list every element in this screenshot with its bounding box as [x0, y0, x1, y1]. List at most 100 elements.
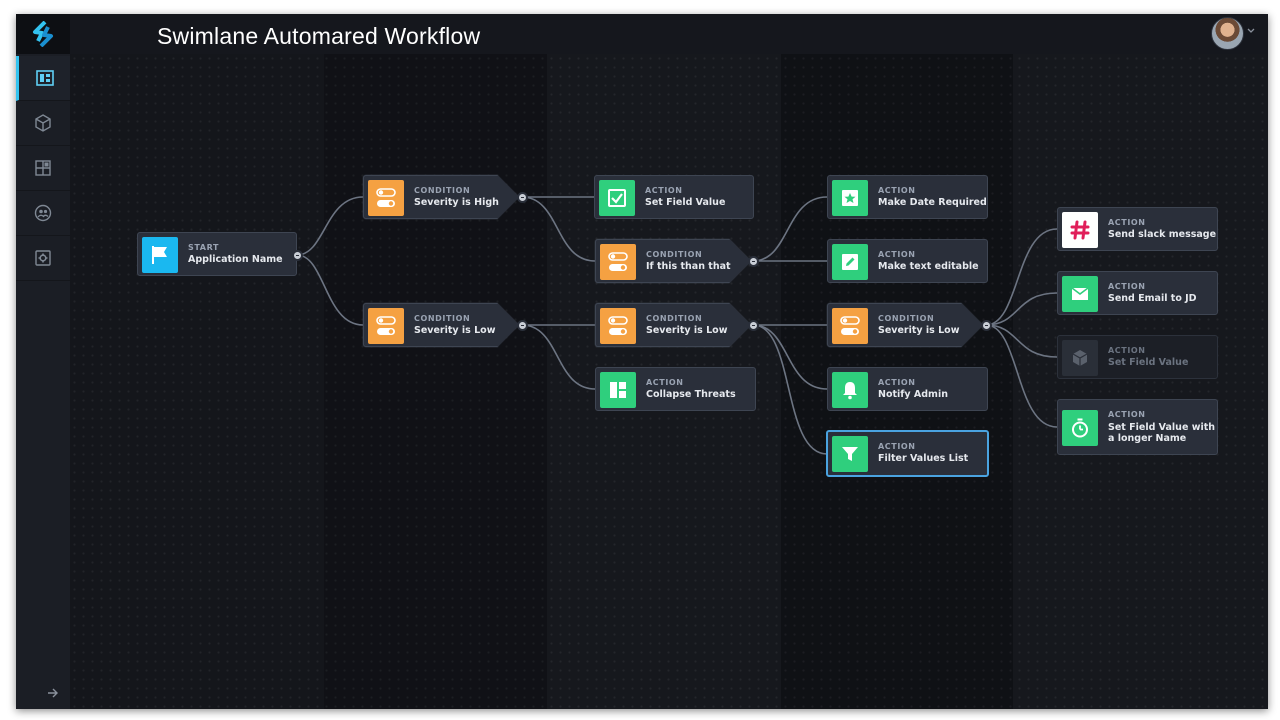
- checkbox-icon: [608, 189, 626, 207]
- connector: [985, 292, 1058, 326]
- gear-icon: [35, 250, 51, 266]
- bell-icon: [843, 382, 857, 400]
- toggle-icon: [608, 316, 628, 335]
- connector: [985, 324, 1058, 428]
- logo-icon: [33, 21, 53, 47]
- swimlane-column: [324, 54, 547, 709]
- cube-icon: [35, 114, 51, 132]
- start-node[interactable]: START Application Name: [137, 232, 297, 276]
- node-kind: ACTION: [645, 186, 683, 195]
- connector-handle[interactable]: [748, 256, 759, 267]
- sidebar: [16, 54, 70, 709]
- sidebar-item-applications[interactable]: [16, 101, 70, 146]
- sidebar-item-dashboards[interactable]: [16, 146, 70, 191]
- condition-node-severity-low[interactable]: CONDITION Severity is Low: [827, 303, 983, 347]
- top-bar: Swimlane Automared Workflow: [16, 14, 1268, 54]
- node-kind: ACTION: [1108, 218, 1146, 227]
- connector: [985, 228, 1058, 326]
- user-avatar[interactable]: [1211, 17, 1244, 50]
- connector: [296, 254, 364, 326]
- action-node-send-email[interactable]: ACTION Send Email to JD: [1057, 271, 1218, 315]
- connector-handle[interactable]: [748, 320, 759, 331]
- condition-node-severity-low[interactable]: CONDITION Severity is Low: [595, 303, 751, 347]
- connector: [521, 324, 596, 390]
- node-label: Filter Values List: [878, 453, 969, 464]
- action-node-make-date-required[interactable]: ACTION Make Date Required: [827, 175, 988, 219]
- swimlane-logo[interactable]: [16, 14, 70, 54]
- node-kind: CONDITION: [646, 314, 703, 323]
- node-kind: ACTION: [1108, 346, 1146, 355]
- action-node-notify-admin[interactable]: ACTION Notify Admin: [827, 367, 988, 411]
- sidebar-item-users[interactable]: [16, 191, 70, 236]
- toggle-icon: [376, 316, 396, 335]
- action-node-filter-values-list[interactable]: ACTION Filter Values List: [826, 430, 989, 477]
- connector: [521, 196, 596, 262]
- mail-icon: [1071, 287, 1089, 300]
- node-label: Make Date Required: [878, 197, 987, 208]
- grid-icon: [35, 160, 51, 176]
- node-kind: CONDITION: [414, 186, 471, 195]
- connector-handle[interactable]: [981, 320, 992, 331]
- users-icon: [34, 204, 52, 222]
- action-node-set-field-value-disabled[interactable]: ACTION Set Field Value: [1057, 335, 1218, 379]
- node-kind: ACTION: [878, 442, 916, 451]
- action-node-make-text-editable[interactable]: ACTION Make text editable: [827, 239, 988, 283]
- workflow-connectors: [296, 196, 1058, 455]
- node-kind: START: [188, 243, 220, 252]
- arrow-right-icon[interactable]: [46, 686, 60, 700]
- action-node-collapse-threats[interactable]: ACTION Collapse Threats: [595, 367, 756, 411]
- node-label: Application Name: [188, 254, 283, 265]
- node-kind: ACTION: [646, 378, 684, 387]
- toggle-icon: [608, 252, 628, 271]
- workflow-canvas[interactable]: START Application Name CONDITION Severit…: [70, 54, 1268, 709]
- condition-node-severity-low[interactable]: CONDITION Severity is Low: [363, 303, 519, 347]
- node-label: Set Field Value: [1108, 357, 1189, 368]
- node-kind: ACTION: [1108, 410, 1146, 419]
- node-kind: ACTION: [878, 250, 916, 259]
- node-label: Severity is Low: [414, 325, 496, 336]
- node-label: Make text editable: [878, 261, 979, 272]
- filter-icon: [842, 447, 858, 461]
- node-label: Send Email to JD: [1108, 293, 1197, 304]
- node-label: Severity is High: [414, 197, 499, 208]
- toggle-icon: [840, 316, 860, 335]
- pencil-icon: [842, 254, 858, 270]
- connector: [985, 324, 1058, 358]
- sidebar-item-settings[interactable]: [16, 236, 70, 281]
- connector: [296, 196, 364, 256]
- flag-icon: [152, 246, 167, 264]
- connector: [752, 324, 828, 455]
- node-label: Set Field Value with a longer Name: [1108, 422, 1216, 444]
- node-label: Severity is Low: [646, 325, 728, 336]
- node-label: Collapse Threats: [646, 389, 736, 400]
- sidebar-item-workflows[interactable]: [16, 56, 70, 101]
- node-label: If this than that: [646, 261, 731, 272]
- connector: [752, 196, 828, 262]
- page-title: Swimlane Automared Workflow: [157, 23, 481, 49]
- node-label: Notify Admin: [878, 389, 948, 400]
- node-kind: ACTION: [878, 186, 916, 195]
- action-node-send-slack-message[interactable]: ACTION Send slack message: [1057, 207, 1218, 251]
- node-kind: CONDITION: [646, 250, 703, 259]
- node-label: Severity is Low: [878, 325, 960, 336]
- connector: [752, 324, 828, 390]
- connector-handle[interactable]: [292, 250, 303, 261]
- action-node-set-field-value[interactable]: ACTION Set Field Value: [594, 175, 754, 219]
- cube-icon: [1072, 350, 1088, 366]
- timer-icon: [1072, 418, 1088, 438]
- star-icon: [842, 190, 858, 206]
- chevron-down-icon[interactable]: [1246, 26, 1256, 36]
- node-kind: CONDITION: [878, 314, 935, 323]
- node-label: Set Field Value: [645, 197, 726, 208]
- node-kind: ACTION: [878, 378, 916, 387]
- connector-handle[interactable]: [517, 320, 528, 331]
- condition-node-if-this-than-that[interactable]: CONDITION If this than that: [595, 239, 751, 283]
- connector-handle[interactable]: [517, 192, 528, 203]
- toggle-icon: [376, 188, 396, 207]
- layout-icon: [610, 382, 626, 398]
- condition-node-severity-high[interactable]: CONDITION Severity is High: [363, 175, 519, 219]
- action-node-set-field-value-long[interactable]: ACTION Set Field Value with a longer Nam…: [1057, 399, 1218, 455]
- node-label: Send slack message: [1108, 229, 1217, 240]
- slack-icon: [1070, 220, 1090, 240]
- dashboard-icon: [35, 70, 54, 86]
